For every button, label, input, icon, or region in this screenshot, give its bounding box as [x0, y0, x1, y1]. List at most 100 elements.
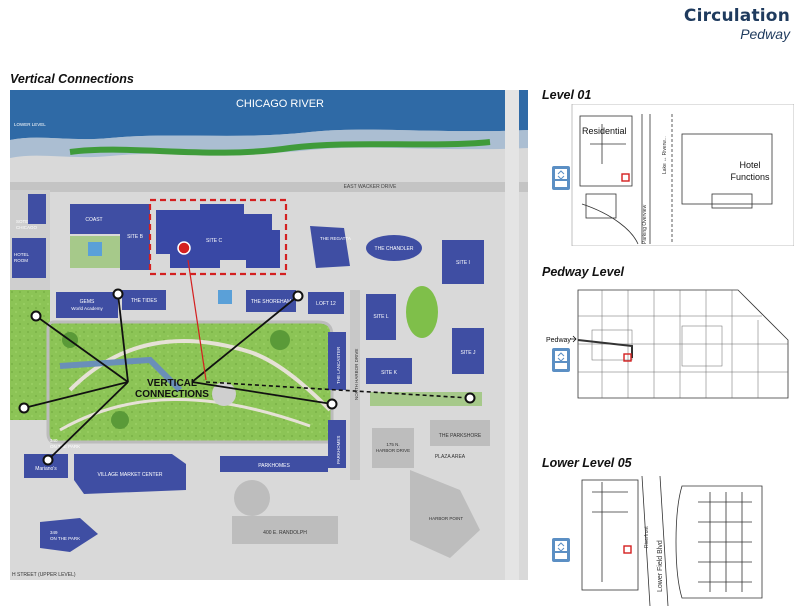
river — [10, 90, 528, 140]
parkhomes-v-building — [328, 420, 346, 468]
chandler-building — [366, 235, 422, 261]
river-trees — [69, 139, 491, 156]
level-01-residential: Residential — [582, 126, 627, 136]
vertical-label-2: CONNECTIONS — [135, 389, 209, 400]
chandler-label: THE CHANDLER — [375, 246, 414, 252]
gems-label-2: World Academy — [71, 306, 103, 311]
site-c-label: SITE C — [206, 238, 223, 244]
site-j-label: SITE J — [460, 350, 476, 356]
marker-6 — [326, 398, 338, 410]
shoreham-pool — [218, 290, 232, 304]
lower-05-core-marker — [623, 545, 632, 554]
pedway-level-title: Pedway Level — [542, 265, 624, 279]
level-01-hotel-2: Functions — [730, 172, 770, 182]
header-title: Circulation — [683, 6, 790, 26]
site-l-building — [366, 294, 396, 340]
shoreham-building — [246, 290, 296, 312]
n175-label-2: HARBOR DRIVE — [376, 448, 410, 453]
north-harbor-road — [350, 290, 360, 480]
sotel-label-2: CHICAGO — [16, 225, 38, 230]
level-01-core-marker — [621, 173, 630, 182]
sotel-label-1: SOTEL — [16, 219, 31, 224]
regatta-label: THE REGATTA — [320, 236, 351, 241]
lancaster-label: THE LANCASTER — [336, 346, 341, 384]
vertical-connections-title: Vertical Connections — [10, 72, 134, 86]
plaza-area-label: PLAZA AREA — [435, 454, 466, 460]
connection-markers — [18, 288, 476, 466]
regatta-building — [310, 226, 350, 268]
harbor-point-label: HARBOR POINT — [429, 516, 464, 521]
n175-building — [372, 428, 414, 468]
pedway-level-plan: Pedway — [546, 289, 789, 399]
marker-3 — [292, 290, 304, 302]
park-canopy — [59, 356, 183, 393]
loft-12-label: LOFT 12 — [316, 301, 336, 307]
level-01-lines — [579, 114, 773, 245]
lower-05-frame — [578, 476, 794, 606]
hotel-room-label-2: ROOM — [14, 258, 28, 263]
pedway-label: Pedway — [546, 337, 571, 344]
park-tree-2 — [270, 330, 290, 350]
site-l-label: SITE L — [373, 314, 389, 320]
level-01-lake-street: Lake ↔ Riverw... — [662, 136, 668, 174]
site-c-highlight — [148, 198, 288, 276]
village-market-building — [74, 454, 186, 494]
level-01-title: Level 01 — [542, 88, 592, 102]
connection-lines — [23, 293, 333, 461]
marker-1 — [30, 310, 42, 322]
east-wacker-label: EAST WACKER DRIVE — [344, 184, 397, 190]
east-wacker-road — [10, 182, 528, 192]
park-tree-1 — [111, 411, 129, 429]
lower-level-05-plan: Lower Field Blvd Riverfront — [552, 475, 794, 606]
vertical-label-1: VERTICAL — [147, 378, 197, 389]
level-01-parking: Parking Overview — [642, 204, 648, 244]
marker-4 — [18, 402, 30, 414]
gems-building — [56, 292, 118, 318]
parkhomes-label: PARKHOMES — [258, 463, 290, 469]
site-i-building — [442, 240, 484, 284]
river-label: CHICAGO RIVER — [236, 98, 324, 110]
site-k-building — [366, 358, 412, 384]
harbor-point-building — [410, 470, 480, 558]
east-promenade — [370, 392, 482, 406]
park-349-label-1: 349 — [50, 530, 58, 535]
stairs-elevator-icon — [552, 166, 570, 190]
site-l-garden — [406, 286, 438, 338]
pedway-core-marker — [623, 353, 632, 362]
on-the-park-label-2: ON THE PARK — [50, 444, 80, 449]
parkshore-label: THE PARKSHORE — [439, 433, 482, 439]
site-i-label: SITE I — [456, 260, 470, 266]
coast-pool — [88, 242, 102, 256]
site-j-building — [452, 328, 484, 374]
park-path-2 — [59, 398, 311, 432]
site-b-building — [120, 204, 150, 270]
hotel-room-label-1: HOTEL — [14, 252, 30, 257]
marker-7 — [464, 392, 476, 404]
gems-label-1: GEMS — [80, 299, 95, 305]
mariano-label: Mariano's — [35, 466, 57, 472]
pedway-route — [577, 339, 633, 358]
marker-5 — [42, 454, 54, 466]
marker-2 — [112, 288, 124, 300]
site-c-connection — [187, 259, 207, 381]
lower-05-road-1: Lower Field Blvd — [657, 540, 664, 592]
loft-12-building — [308, 292, 344, 314]
randolph-round — [234, 480, 270, 516]
lower-level-label: LOWER LEVEL — [14, 122, 46, 127]
village-market-label: VILLAGE MARKET CENTER — [98, 472, 163, 478]
street-label: H STREET (UPPER LEVEL) — [12, 572, 76, 578]
header-subtitle: Pedway — [740, 26, 790, 42]
tides-building — [122, 290, 166, 310]
sotel-building — [28, 194, 46, 224]
lancaster-building — [328, 332, 346, 390]
dashed-connection — [205, 381, 471, 399]
site-k-label: SITE K — [381, 370, 398, 376]
on-the-park-label-1: 340 — [50, 438, 58, 443]
parkhomes-v-label: PARKHOMES — [336, 436, 341, 464]
parkhomes-building — [220, 456, 328, 472]
hotel-room-building — [12, 238, 46, 278]
parkshore-building — [430, 420, 490, 446]
level-01-frame — [571, 104, 794, 246]
park-349-label-2: ON THE PARK — [50, 536, 80, 541]
north-harbor-label: NORTH HARBOR DRIVE — [354, 349, 359, 400]
